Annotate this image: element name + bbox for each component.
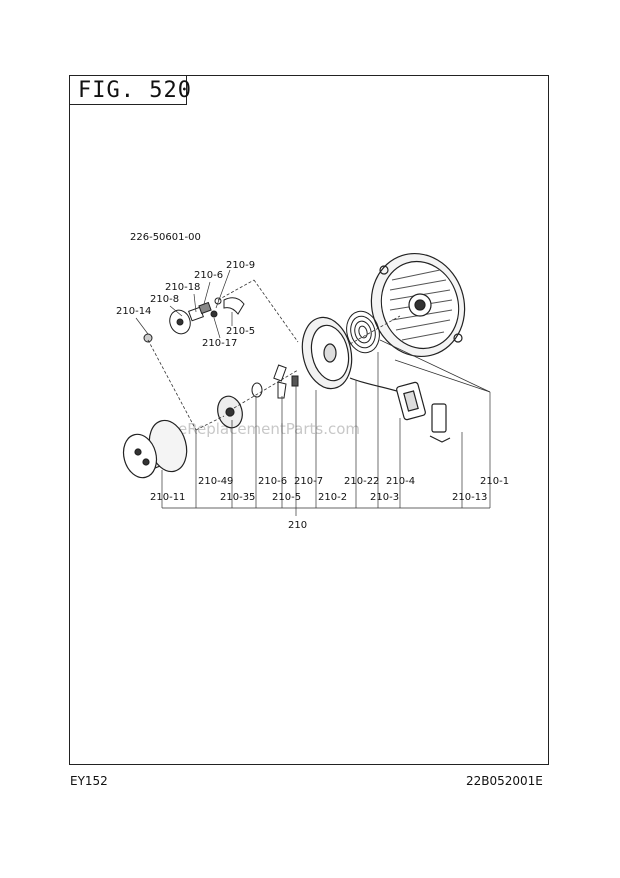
label-210-1: 210-1 (480, 476, 509, 487)
callout-210-5: 210-5 (226, 326, 255, 337)
reel-part (301, 316, 353, 390)
ratchet-part (217, 395, 243, 429)
figure-title: FIG. 520 (78, 78, 192, 103)
starter-cup-part (122, 419, 188, 479)
callout-leaders (135, 269, 233, 339)
callout-210-18: 210-18 (165, 282, 200, 293)
label-210-6: 210-6 (258, 476, 287, 487)
watermark-text: eReplacementParts.com (178, 420, 360, 438)
callout-210-8: 210-8 (150, 294, 179, 305)
label-210-2: 210-2 (318, 492, 347, 503)
label-210-5: 210-5 (272, 492, 301, 503)
assembly-label: 210 (288, 520, 307, 531)
pawl-parts (251, 364, 299, 399)
handle-grip-part (429, 403, 451, 443)
figure-title-box: FIG. 520 (69, 75, 191, 105)
label-210-22: 210-22 (344, 476, 379, 487)
label-210-35: 210-35 (220, 492, 255, 503)
small-parts-cluster (143, 297, 245, 343)
assembly-number: 226-50601-00 (130, 232, 201, 243)
rope-handle-part (396, 381, 426, 421)
label-210-13: 210-13 (452, 492, 487, 503)
label-210-49: 210-49 (198, 476, 233, 487)
label-210-3: 210-3 (370, 492, 399, 503)
bottom-leaders (161, 352, 491, 516)
page-frame (69, 75, 549, 765)
starter-rope-part (349, 377, 401, 393)
label-210-7: 210-7 (294, 476, 323, 487)
label-210-4: 210-4 (386, 476, 415, 487)
model-number: EY152 (70, 774, 108, 788)
callout-210-6: 210-6 (194, 270, 223, 281)
callout-210-14: 210-14 (116, 306, 151, 317)
document-number: 22B052001E (466, 774, 543, 788)
starter-case-part (370, 252, 466, 358)
callout-210-17: 210-17 (202, 338, 237, 349)
callout-210-9: 210-9 (226, 260, 255, 271)
label-210-11: 210-11 (150, 492, 185, 503)
exploded-axis-lines (147, 279, 491, 431)
